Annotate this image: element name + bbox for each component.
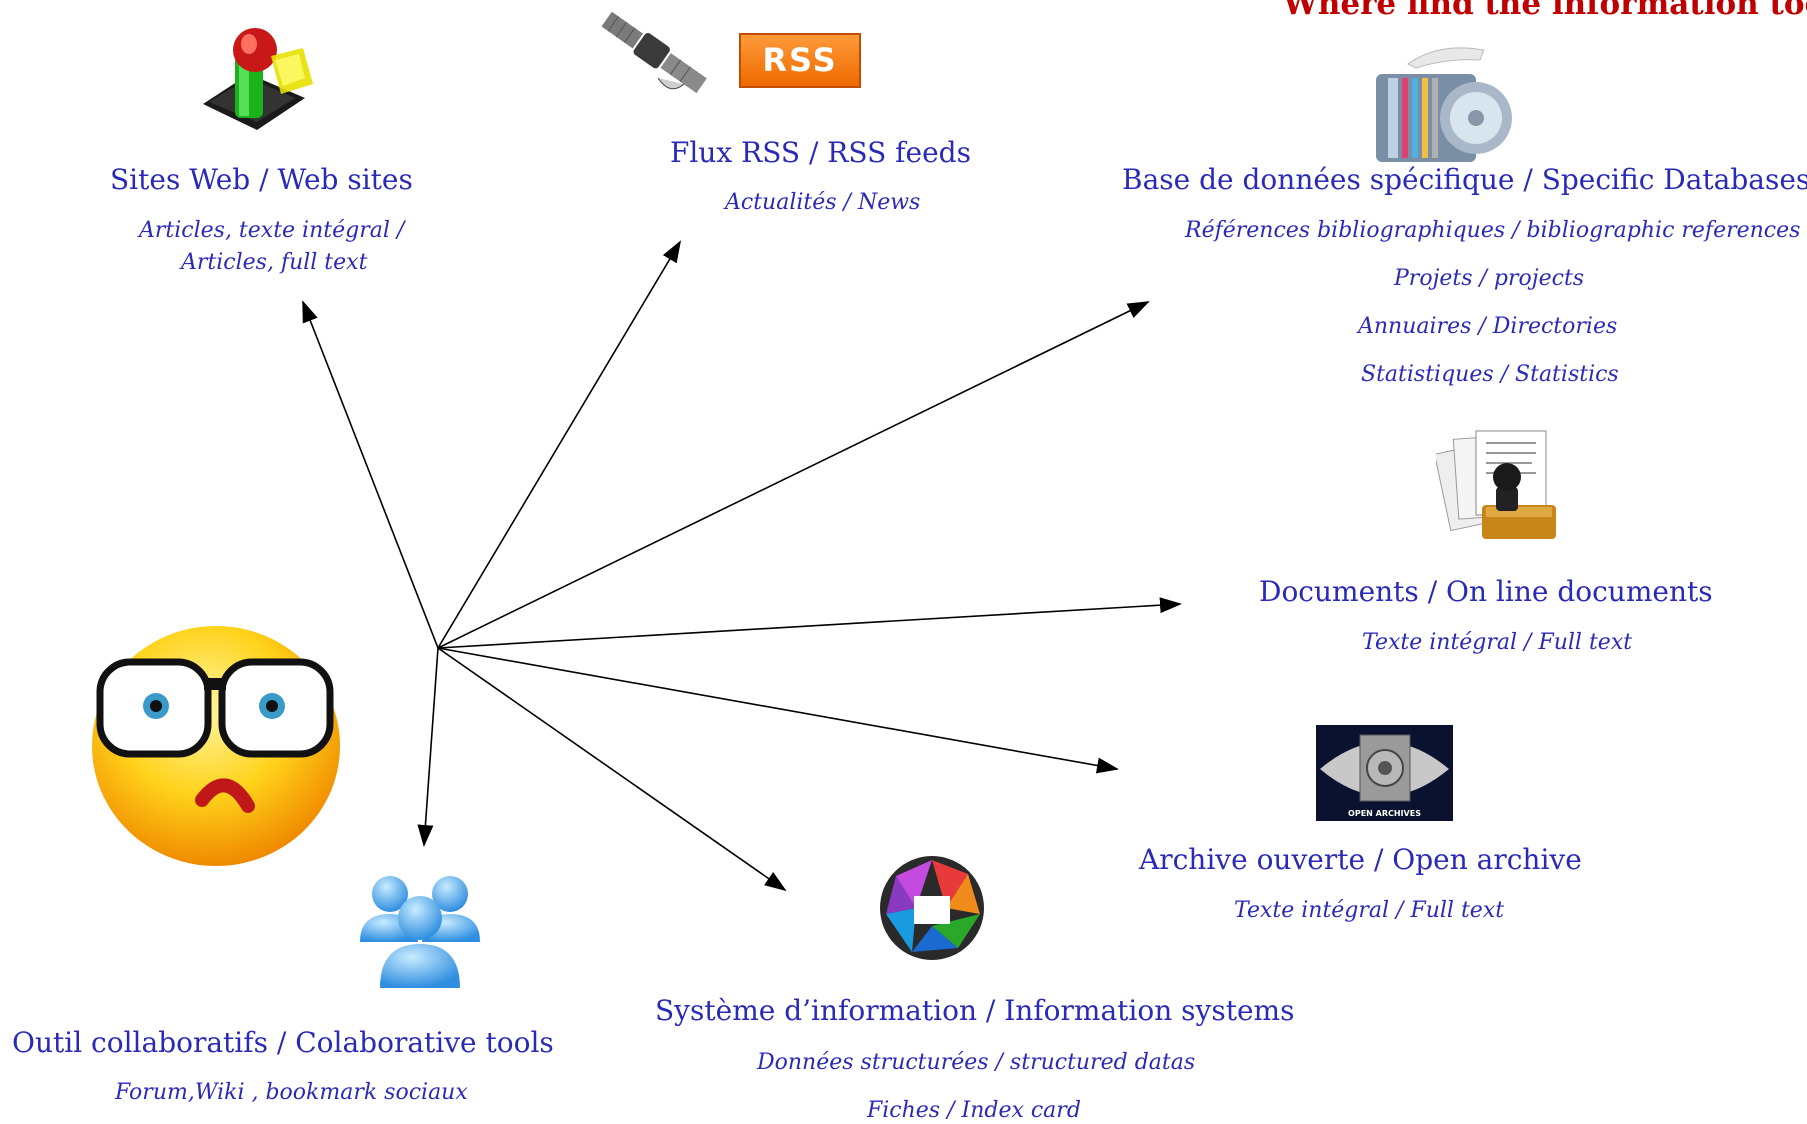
arrow-to-collab xyxy=(417,647,439,847)
databases-item-3: Annuaires / Directories xyxy=(1358,314,1618,339)
documents-label: Documents / On line documents xyxy=(1259,575,1713,608)
collab-sub: Forum,Wiki , bookmark sociaux xyxy=(115,1080,468,1105)
database-icon xyxy=(1368,38,1513,166)
arrow-to-websites xyxy=(302,300,439,649)
arrow-to-documents xyxy=(437,597,1182,649)
databases-item-2: Projets / projects xyxy=(1394,266,1585,291)
documents-sub: Texte intégral / Full text xyxy=(1362,630,1633,655)
infosys-sub-2: Fiches / Index card xyxy=(867,1098,1081,1123)
databases-item-1: Références bibliographiques / bibliograp… xyxy=(1185,218,1801,243)
open-archives-icon: OPEN ARCHIVES xyxy=(1316,725,1453,821)
databases-item-4: Statistiques / Statistics xyxy=(1361,362,1619,387)
websites-sub-1: Articles, texte intégral / xyxy=(139,218,405,243)
rss-sub: Actualités / News xyxy=(725,190,921,215)
page-title: Where find the information too xyxy=(1283,0,1807,22)
websites-label: Sites Web / Web sites xyxy=(110,163,413,196)
infosys-sub-1: Données structurées / structured datas xyxy=(757,1050,1196,1075)
documents-stamp-icon xyxy=(1433,427,1564,542)
nerd-smiley-icon xyxy=(86,618,344,868)
collab-label: Outil collaboratifs / Colaborative tools xyxy=(12,1026,554,1059)
arrow-to-infosys xyxy=(437,647,787,892)
collaborative-users-icon xyxy=(356,872,484,990)
arrow-to-archive xyxy=(437,647,1119,774)
websites-sub-2: Articles, full text xyxy=(181,250,368,275)
archive-label: Archive ouverte / Open archive xyxy=(1139,843,1582,876)
information-system-icon xyxy=(876,852,988,964)
rss-icon: RSS xyxy=(739,33,861,88)
arrow-to-rss xyxy=(437,240,682,649)
infosys-label: Système d’information / Information syst… xyxy=(655,994,1295,1027)
rss-label: Flux RSS / RSS feeds xyxy=(670,136,971,169)
web-sites-icon xyxy=(195,18,320,136)
rss-badge-text: RSS xyxy=(762,41,838,79)
databases-label: Base de données spécifique / Specific Da… xyxy=(1122,163,1807,196)
archive-sub: Texte intégral / Full text xyxy=(1234,898,1505,923)
satellite-icon xyxy=(600,8,710,98)
arrow-to-databases xyxy=(437,301,1150,649)
open-archives-caption: OPEN ARCHIVES xyxy=(1348,809,1421,818)
